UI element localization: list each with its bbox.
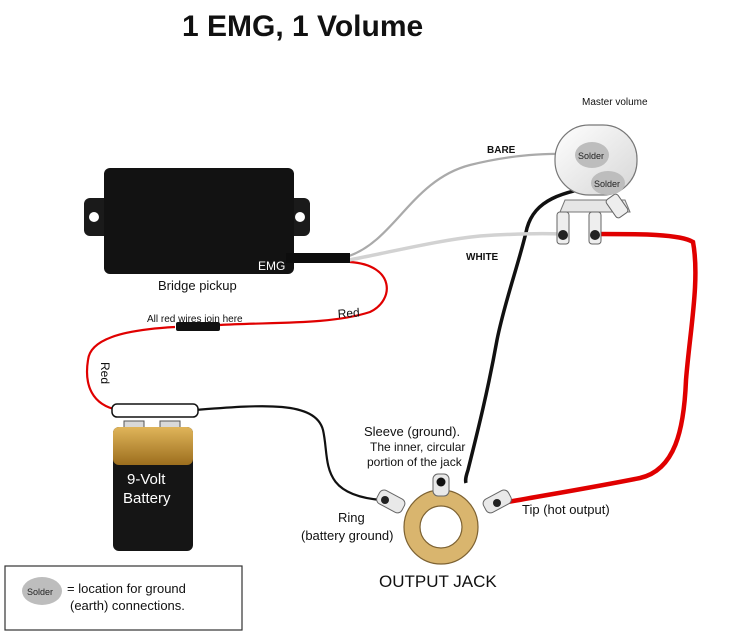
white-wire-label: WHITE [466,252,499,263]
ring-label-line1: Ring [338,510,365,525]
legend-solder-blob [22,577,62,605]
ring-label-line2: (battery ground) [301,528,394,543]
pickup-cable [286,253,350,263]
join-note: All red wires join here [147,314,243,325]
battery-clip [111,403,199,418]
mount-screw-hole-left [89,212,99,222]
mount-screw-hole-right [295,212,305,222]
legend-line-2: (earth) connections. [70,598,185,613]
battery-label-1: 9-Volt [127,471,166,488]
solder-label-pot-top: Solder [578,151,604,161]
black-wire-sleeve [463,183,606,484]
jack-sleeve-solder [436,477,446,487]
pickup-logo: EMG [258,259,285,273]
output-jack [376,473,512,565]
jack-ring-solder [381,496,389,504]
pot-label: Master volume [582,97,648,108]
output-jack-label: OUTPUT JACK [379,572,497,591]
battery: 9-Volt Battery [111,403,199,551]
white-wire [348,231,563,262]
battery-label-2: Battery [123,490,171,507]
bridge-pickup: EMG [84,168,350,274]
red-wire-pickup [219,260,388,327]
solder-label-pot-lug: Solder [594,179,620,189]
red-label-left: Red [98,362,112,384]
red-wire-tip [496,231,698,507]
bare-wire [348,152,579,258]
legend-solder-label: Solder [27,587,53,597]
diagram-title: 1 EMG, 1 Volume [182,10,423,43]
sleeve-label-line2: The inner, circular [370,440,465,454]
pot-lug-1-solder [558,230,568,240]
pot-lug-3 [605,193,629,219]
solder-blob-pot-lug [591,171,625,195]
jack-tip-solder [493,499,501,507]
sleeve-label-line3: portion of the jack [367,455,463,469]
black-wire-battery-ground [194,405,383,502]
pickup-label: Bridge pickup [158,278,237,293]
master-volume-pot: Solder Solder [554,124,638,245]
tip-label: Tip (hot output) [522,502,610,517]
battery-top-band [113,427,193,465]
red-label-top: Red [337,305,360,321]
pot-lug-2-solder [590,230,600,240]
sleeve-label-title: Sleeve (ground). [364,424,460,439]
solder-blob-pot-top [575,142,609,168]
pickup-body [104,168,294,274]
jack-hole [419,505,463,549]
red-wire-battery [86,325,176,412]
legend-line-1: = location for ground [67,581,186,596]
red-wire-join-splice [176,322,220,331]
jack-ring-lug [376,489,406,514]
bare-wire-label: BARE [487,145,516,156]
legend: Solder = location for ground (earth) con… [4,565,243,631]
